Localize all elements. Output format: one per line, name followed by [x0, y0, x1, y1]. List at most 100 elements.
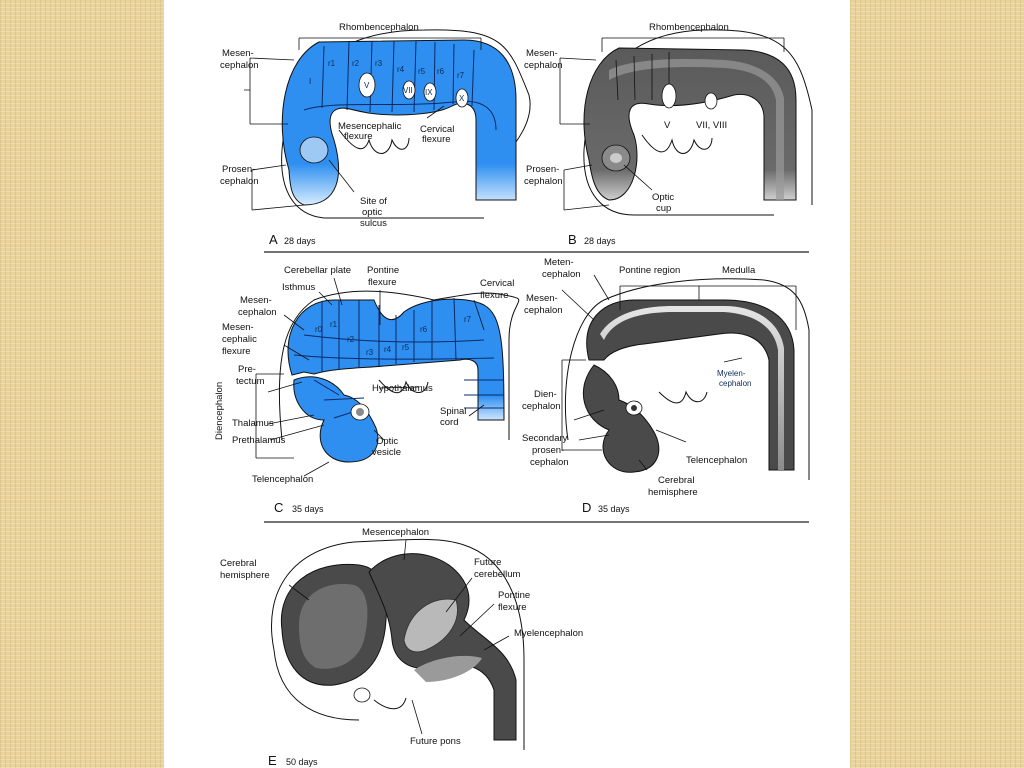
label-prosencephalon-2: cephalon: [220, 176, 259, 187]
pharyngeal-arches: [378, 379, 429, 394]
segment-r6: r6: [437, 67, 445, 76]
label-diencephalon-2: cephalon: [522, 401, 561, 412]
label-mesencephalon-2: cephalon: [524, 305, 563, 316]
label-nerve-v: V: [664, 120, 671, 131]
embryo-outline: [278, 290, 520, 441]
rhombencephalon-bracket: [298, 37, 482, 50]
panel-c-letter: C: [274, 500, 283, 515]
segment-r1: r1: [330, 320, 338, 329]
leader-lines: [561, 274, 797, 471]
label-cerebral: Cerebral: [658, 475, 694, 486]
nerve-v-label: V: [364, 81, 370, 90]
label-diencephalon-1: Dien-: [534, 389, 557, 400]
label-prosencephalon-2: cephalon: [524, 176, 563, 187]
leader-lines: [288, 539, 510, 735]
label-pretectum-2: tectum: [236, 376, 265, 387]
label-cervical-flexure-2: flexure: [422, 134, 451, 145]
nerve-x-ganglion: [455, 88, 469, 108]
label-site-of: Site of: [360, 196, 387, 207]
label-myelencephalon-1: Myelen-: [717, 369, 746, 378]
label-cervical-2: flexure: [480, 290, 509, 301]
panel-c-age: 35 days: [292, 504, 324, 514]
label-pontine-region: Pontine region: [619, 265, 680, 276]
label-cerebellum: cerebellum: [474, 569, 521, 580]
segment-r2: r2: [347, 335, 355, 344]
label-future-pons: Future pons: [410, 736, 461, 747]
pharyngeal-arches: [641, 134, 713, 154]
label-cerebellar-plate: Cerebellar plate: [284, 265, 351, 276]
panel-e-age: 50 days: [286, 757, 318, 767]
label-mesencephalon-1: Mesen-: [222, 48, 254, 59]
label-mesencephalon-2: cephalon: [220, 60, 259, 71]
label-future: Future: [474, 557, 501, 568]
label-prosen: prosen-: [532, 445, 564, 456]
segment-r4: r4: [397, 65, 405, 74]
panel-d-age: 35 days: [598, 504, 630, 514]
mesencephalon-bracket: [244, 57, 295, 125]
panel-d-letter: D: [582, 500, 591, 515]
panel-b: Rhombencephalon Mesen- cephalon Prosen- …: [524, 22, 813, 247]
panel-a-age: 28 days: [284, 236, 316, 246]
label-mes-flexure-1: Mesen-: [222, 322, 254, 333]
midbrain-hindbrain: [368, 553, 517, 741]
forebrain-dark: [582, 364, 660, 473]
label-mesencephalic-flexure-2: flexure: [344, 131, 373, 142]
label-hemisphere: hemisphere: [648, 487, 698, 498]
segment-r6: r6: [420, 325, 428, 334]
segment-r3: r3: [375, 59, 383, 68]
label-mes-flexure-3: flexure: [222, 346, 251, 357]
nerve-vii-ganglion: [704, 92, 718, 110]
label-pontine-2: flexure: [368, 277, 397, 288]
nerve-v-ganglion: [661, 83, 677, 109]
mesencephalon-bracket: [559, 57, 597, 125]
brain-lumen-light: [600, 306, 784, 470]
neural-tube-blue: [281, 39, 517, 206]
panel-d: Meten- cephalon Pontine region Medulla M…: [522, 257, 810, 515]
neural-tube-gray: [583, 47, 797, 201]
label-pretectum-1: Pre-: [238, 364, 256, 375]
label-cervical-flexure-1: Cervical: [420, 124, 454, 135]
nerve-ix-ganglion: [423, 82, 437, 102]
lumen-light: [609, 59, 784, 201]
future-cerebellum: [403, 598, 458, 653]
panel-e: Mesencephalon Cerebral hemisphere Future…: [220, 527, 583, 768]
embryo-outline: [564, 278, 810, 480]
label-rhombencephalon: Rhombencephalon: [649, 22, 729, 33]
pharyngeal-arches: [658, 390, 708, 404]
cerebral-hemisphere-inner: [299, 584, 368, 669]
leader-lines: [255, 277, 485, 477]
label-mesencephalon-2: cephalon: [524, 60, 563, 71]
label-myelencephalon-2: cephalon: [719, 379, 751, 388]
label-mes-flexure-2: cephalic: [222, 334, 257, 345]
segment-r2: r2: [352, 59, 360, 68]
label-mesencephalon-1: Mesen-: [526, 48, 558, 59]
label-mesencephalic-flexure-1: Mesencephalic: [338, 121, 402, 132]
label-diencephalon: Diencephalon: [214, 382, 225, 440]
nerve-ix-label: IX: [425, 88, 433, 97]
isthmus-label: I: [309, 77, 311, 86]
lumen-line: [303, 100, 497, 131]
label-sulcus: sulcus: [360, 218, 387, 229]
label-vesicle: vesicle: [372, 447, 401, 458]
panel-a-letter: A: [269, 232, 278, 247]
label-nerve-vii-viii: VII, VIII: [696, 120, 727, 131]
segment-r7: r7: [457, 71, 465, 80]
grid-longitudinal: [293, 334, 504, 409]
future-pons-region: [414, 655, 482, 682]
label-cephalon: cephalon: [530, 457, 569, 468]
label-mesencephalon-1: Mesen-: [240, 295, 272, 306]
optic-sulcus: [299, 136, 329, 164]
prosencephalon-bracket: [563, 164, 610, 211]
label-flexure: flexure: [498, 602, 527, 613]
label-hypothalamus: Hypothalamus: [372, 383, 433, 394]
segment-r5: r5: [402, 343, 410, 352]
label-thalamus: Thalamus: [232, 418, 274, 429]
label-telencephalon: Telencephalon: [252, 474, 313, 485]
panel-e-letter: E: [268, 753, 277, 768]
panel-a: Rhombencephalon Mesen- cephalon Prosen- …: [220, 22, 531, 247]
label-metencephalon-1: Meten-: [544, 257, 574, 268]
segment-r7: r7: [464, 315, 472, 324]
label-spinal: Spinal: [440, 406, 466, 417]
optic-cup-inner: [610, 153, 622, 163]
label-mesencephalon-1: Mesen-: [526, 293, 558, 304]
